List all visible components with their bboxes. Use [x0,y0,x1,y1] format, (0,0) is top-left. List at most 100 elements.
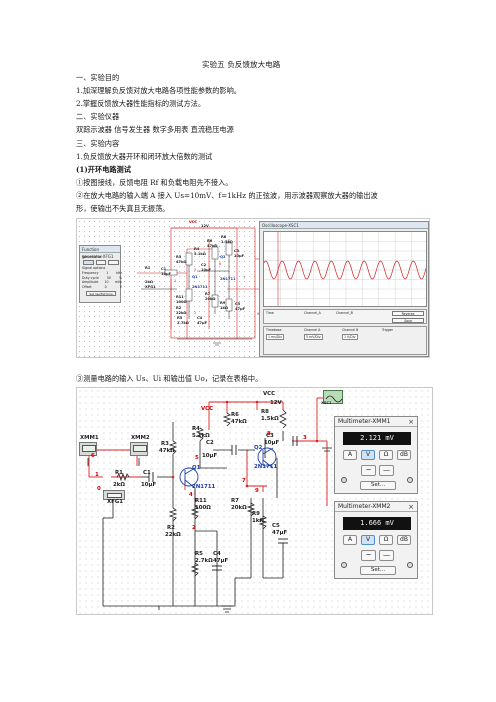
fig1-c3-label: C3 [234,249,240,253]
node-label-0: 0 [97,486,101,492]
xmm1-negative-terminal[interactable] [407,477,413,483]
xmm2-set-button[interactable]: Set... [360,566,396,575]
xsc1-instrument-icon[interactable] [323,390,343,404]
multimeter-xmm1-window[interactable]: Multimeter-XMM1 × 2.121 mV A V Ω dB ~ — … [334,416,418,494]
fg-duty-value[interactable]: 50 [106,275,111,280]
xmm2-ac-mode-button[interactable]: ~ [361,550,376,561]
multimeter-xmm2-window[interactable]: Multimeter-XMM2 × 1.666 mV A V Ω dB ~ — … [334,501,418,579]
fig1-c5-label: C5 [235,302,241,306]
xmm1-ohm-button[interactable]: Ω [379,450,393,460]
xmm2-positive-terminal[interactable] [341,562,347,568]
node-label-6: 6 [91,453,95,459]
fg-amplitude-unit[interactable]: mVp [114,280,122,284]
fig2-xmm1-label: XMM1 [80,435,99,441]
triangle-wave-button[interactable] [95,260,107,265]
fig2-r5-value: 2.7kΩ [195,558,213,564]
scope-icon-wave [325,395,343,403]
fg-frequency-unit[interactable]: kHz [116,271,122,275]
fig2-r11-label: R11 [195,498,207,504]
fig1-r8-value: 1.5kΩ [221,240,233,244]
fig2-q1-label: Q1 [192,465,201,471]
fig2-c4-label: C4 [213,551,221,557]
sine-wave-button[interactable] [83,260,94,265]
fig2-r6-value: 47kΩ [231,419,247,425]
svg-text:5: 5 [194,268,196,272]
scope-time-header: Time [266,311,274,315]
fig2-c3-label: C3 [266,433,274,439]
function-generator-window[interactable]: Function generator-XFG1 Waveforms Signal… [79,245,122,303]
figure-1-circuit-screenshot: 156 729 8 Function generator-XFG1 Wavefo… [76,218,430,358]
fig2-c2-label: C2 [206,440,214,446]
fg-amplitude-label: Amplitude [82,280,99,284]
scope-channel-b-value[interactable]: 1 V/Div [342,334,358,340]
svg-text:7: 7 [243,276,245,280]
close-icon[interactable]: × [408,418,414,426]
fig1-c5-value: 47µF [235,307,246,311]
scope-save-button[interactable]: Save [392,318,424,323]
close-icon[interactable]: × [408,503,414,511]
experiment-title: 实验五 负反馈放大电路 [202,60,281,69]
fg-amplitude-value[interactable]: 10 [104,280,109,284]
fig2-c3-value: 10µF [264,440,280,446]
fig2-c1-value: 10µF [141,482,157,488]
xmm2-db-button[interactable]: dB [397,535,411,545]
xmm2-volt-button[interactable]: V [361,535,375,545]
fig1-r2-label: R2 [176,306,182,310]
xmm1-set-button[interactable]: Set... [360,481,396,490]
fig1-r2-value: 22kΩ [176,311,187,315]
oscilloscope-window[interactable]: Oscilloscope-XSC1 [259,221,429,357]
xmm1-positive-terminal[interactable] [341,477,347,483]
fig1-r8-label: R8 [221,235,227,239]
fig1-c4-value: 47µF [197,321,208,325]
fg-set-rise-fall-button[interactable]: Set rise/Fall time [86,291,116,296]
fig1-r6-label: R6 [207,239,213,243]
scope-reverse-button[interactable]: Reverse [392,311,424,316]
fig1-r4-label: R4 [194,247,200,251]
xmm2-instrument-icon[interactable] [130,442,148,456]
fg-frequency-value[interactable]: 1 [106,271,109,275]
fig1-vcc-label: VCC [189,220,198,224]
xfg1-instrument-icon[interactable] [103,490,125,500]
fig1-r1-label: R1 [145,266,151,270]
fig2-r1-value: 2kΩ [113,482,125,488]
fig1-q2-label: Q2 [220,255,226,259]
xmm1-instrument-icon[interactable] [79,442,97,456]
fig1-c1-label: C1 [161,267,167,271]
scope-channel-a-value[interactable]: 5 mV/Div [304,334,323,340]
xmm2-dc-mode-button[interactable]: — [379,550,394,561]
square-wave-button[interactable] [108,260,120,265]
xmm2-negative-terminal[interactable] [407,562,413,568]
fig1-r3-label: R3 [176,255,182,259]
fig2-c5-label: C5 [272,523,280,529]
xmm1-window-title: Multimeter-XMM1 [335,417,417,427]
xmm1-reading-display: 2.121 mV [343,432,411,445]
instrument-list: 双踪示波器 信号发生器 数字多用表 直流稳压电源 [76,125,234,134]
fig2-r3-value: 47kΩ [159,448,175,454]
fig2-r2-value: 22kΩ [165,532,181,538]
node-label-2: 2 [192,525,196,531]
xmm2-ohm-button[interactable]: Ω [379,535,393,545]
svg-text:1: 1 [174,279,176,283]
fg-frequency-label: Frequency [82,271,99,275]
fig1-c1-value: 10µF [161,272,172,276]
xmm1-ac-mode-button[interactable]: ~ [361,465,376,476]
xmm1-dc-mode-button[interactable]: — [379,465,394,476]
xmm1-db-button[interactable]: dB [397,450,411,460]
xmm2-window-title: Multimeter-XMM2 [335,502,417,512]
aim-item-2: 2.掌握反馈放大器性能指标的测试方法。 [76,99,206,108]
content-item-1: 1.负反馈放大器开环和闭环放大倍数的测试 [76,152,213,161]
fg-waveforms-label: Waveforms [82,255,102,259]
scope-channel-a-header: Channel_A [304,311,321,315]
subsection-open-loop: (1)开环电路测试 [76,165,131,174]
fig1-r7-value: 20kΩ [205,297,216,301]
step-2-line-1: ②在放大电路的输入端 A 接入 Us=10mV、f=1kHz 的正弦波，用示波器… [76,191,378,200]
fig2-vcc-value: 12V [270,400,282,406]
fg-offset-value[interactable]: 0 [104,284,107,289]
fig1-c2-label: C2 [201,263,207,267]
fig2-q2-model: 2N1711 [254,464,278,470]
scope-timebase-value[interactable]: 1 ms/Div [266,334,285,340]
xmm1-volt-button[interactable]: V [361,450,375,460]
xmm1-ampere-button[interactable]: A [343,450,357,460]
fig2-q1-model: 2N1711 [192,484,216,490]
xmm2-ampere-button[interactable]: A [343,535,357,545]
